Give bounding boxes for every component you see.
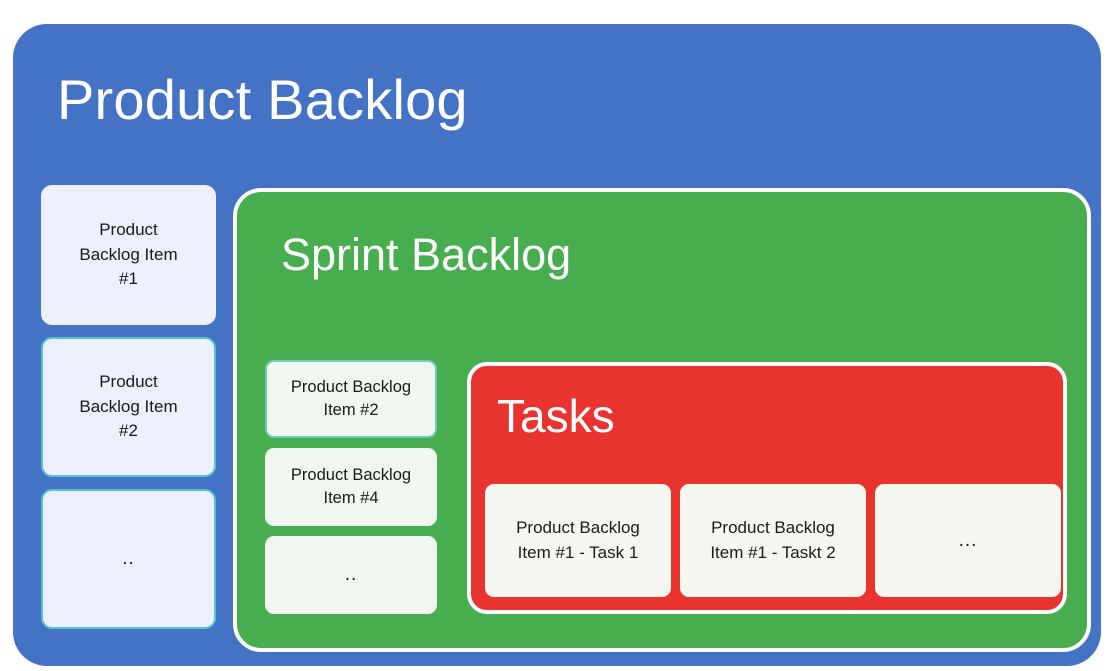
product-backlog-item-card[interactable]: ..	[41, 489, 216, 629]
sprint-backlog-item-label: ..	[344, 563, 358, 585]
tasks-title: Tasks	[497, 390, 615, 442]
product-backlog-item-label: ..	[122, 548, 135, 570]
task-card-label: ...	[958, 529, 978, 551]
product-backlog-title: Product Backlog	[57, 68, 468, 131]
sprint-backlog-item-card[interactable]: ..	[265, 536, 437, 614]
sprint-backlog-title: Sprint Backlog	[281, 229, 572, 280]
task-card[interactable]: ...	[875, 484, 1061, 597]
